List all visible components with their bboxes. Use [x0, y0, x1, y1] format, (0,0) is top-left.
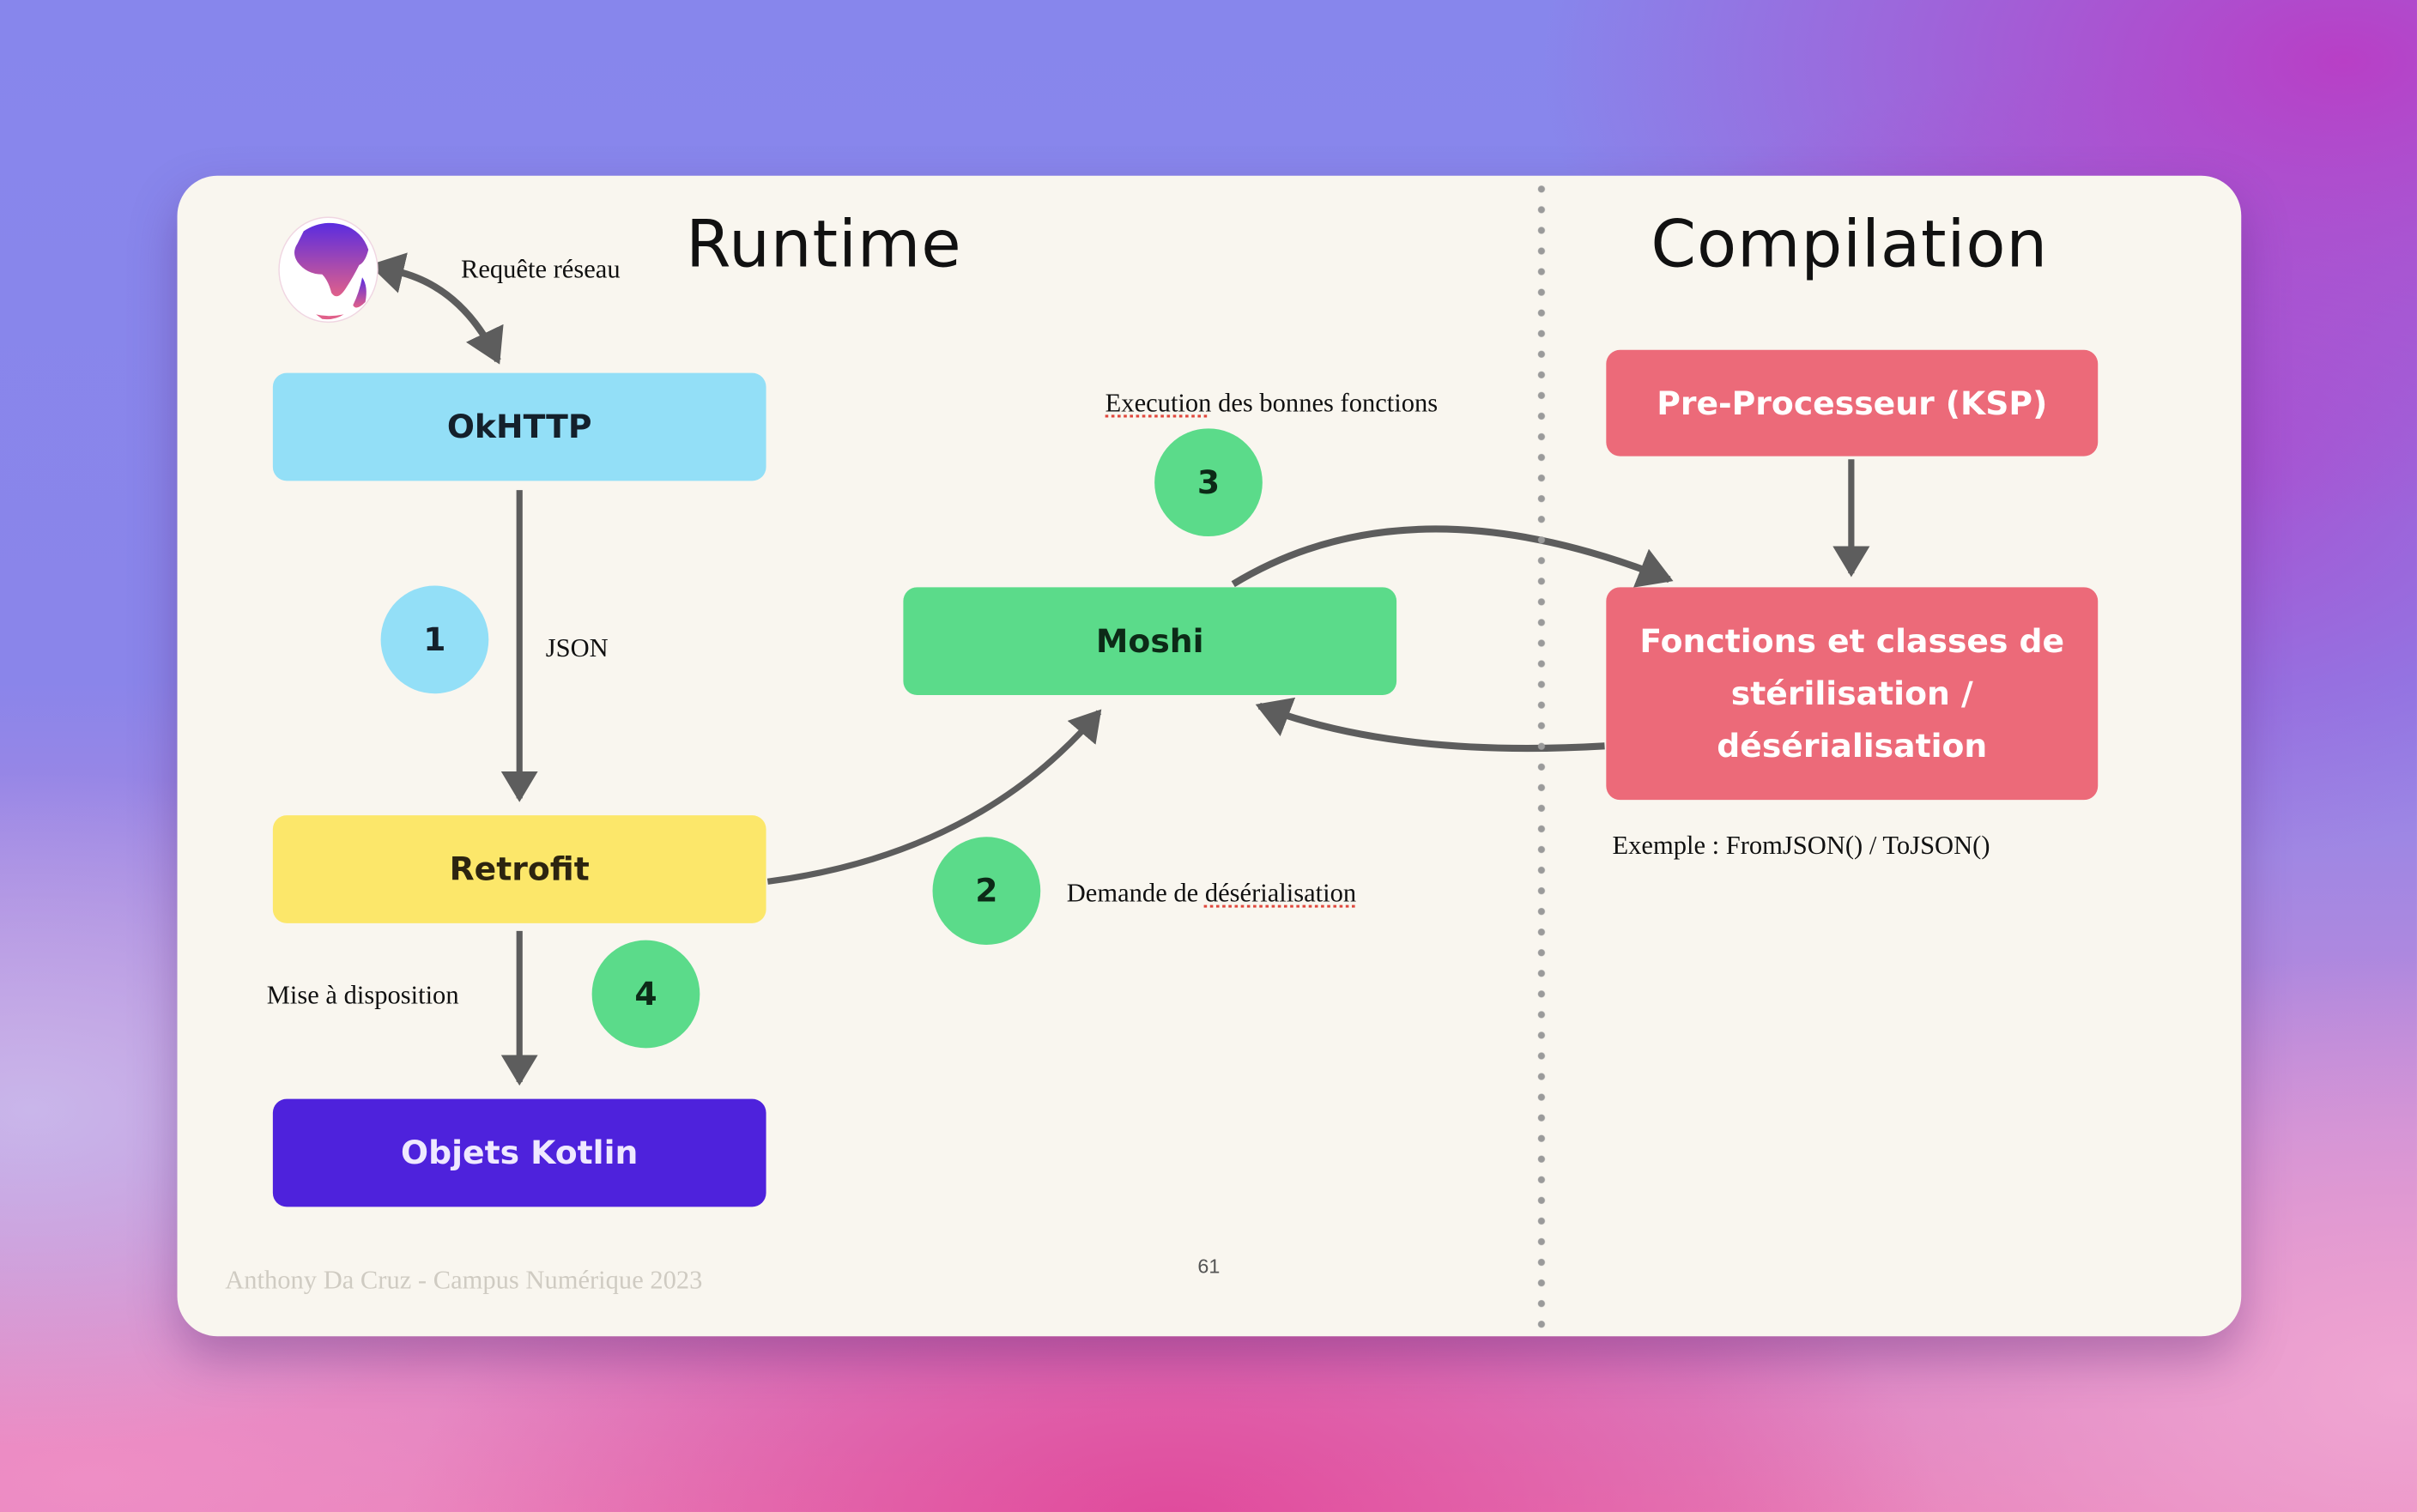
- label-execution-text: des bonnes fonctions: [1211, 388, 1439, 418]
- node-retrofit: Retrofit: [272, 815, 766, 923]
- label-demande-text: Demande de: [1066, 878, 1205, 908]
- node-okhttp: OkHTTP: [272, 372, 766, 481]
- compilation-title: Compilation: [1651, 206, 2049, 282]
- label-mise-a-disposition: Mise à disposition: [266, 980, 459, 1010]
- label-demande-deserialisation: Demande de désérialisation: [1067, 879, 1356, 910]
- node-objets-kotlin: Objets Kotlin: [272, 1098, 766, 1207]
- step-1-number: 1: [423, 620, 446, 658]
- footer-author: Anthony Da Cruz - Campus Numérique 2023: [225, 1265, 703, 1295]
- step-badge-1: 1: [380, 585, 489, 694]
- slide-card: Runtime Compilation Requête réseau JSON …: [177, 175, 2242, 1337]
- step-2-number: 2: [975, 872, 998, 910]
- node-preprocesseur: Pre-Processeur (KSP): [1606, 349, 2099, 457]
- step-badge-3: 3: [1154, 428, 1263, 537]
- arrow-globe-okhttp: [369, 252, 504, 365]
- page-number: 61: [1197, 1255, 1221, 1278]
- node-objets-kotlin-label: Objets Kotlin: [401, 1134, 639, 1172]
- label-execution-fonctions: Execution des bonnes fonctions: [1106, 389, 1438, 420]
- label-execution-misspelled: Execution: [1105, 388, 1212, 418]
- node-preprocesseur-label: Pre-Processeur (KSP): [1657, 384, 2048, 422]
- runtime-title: Runtime: [686, 206, 962, 282]
- node-fonctions-line-2: stérilisation /: [1730, 674, 1973, 712]
- node-moshi: Moshi: [903, 587, 1397, 696]
- step-4-number: 4: [634, 975, 657, 1013]
- label-exemple: Exemple : FromJSON() / ToJSON(): [1612, 831, 1990, 861]
- node-okhttp-label: OkHTTP: [446, 408, 592, 446]
- step-badge-4: 4: [591, 940, 700, 1049]
- arrow-retrofit-moshi: [766, 709, 1102, 885]
- step-3-number: 3: [1196, 463, 1221, 501]
- arrow-moshi-fonctions: [1231, 525, 1674, 588]
- node-fonctions-line-3: désérialisation: [1717, 727, 1988, 765]
- node-moshi-label: Moshi: [1095, 622, 1204, 660]
- node-fonctions-line-1: Fonctions et classes de: [1639, 622, 2065, 660]
- arrows-layer: [369, 252, 1870, 1086]
- label-json: JSON: [545, 633, 609, 663]
- arrow-fonctions-moshi: [1255, 697, 1605, 753]
- globe-icon: [276, 215, 380, 324]
- label-requete-reseau: Requête réseau: [460, 254, 621, 284]
- step-badge-2: 2: [932, 837, 1041, 946]
- node-retrofit-label: Retrofit: [449, 850, 590, 888]
- section-divider: [1536, 175, 1547, 1337]
- node-fonctions-serialisation: Fonctions et classes de stérilisation / …: [1606, 587, 2099, 801]
- label-demande-misspelled: désérialisation: [1204, 878, 1357, 908]
